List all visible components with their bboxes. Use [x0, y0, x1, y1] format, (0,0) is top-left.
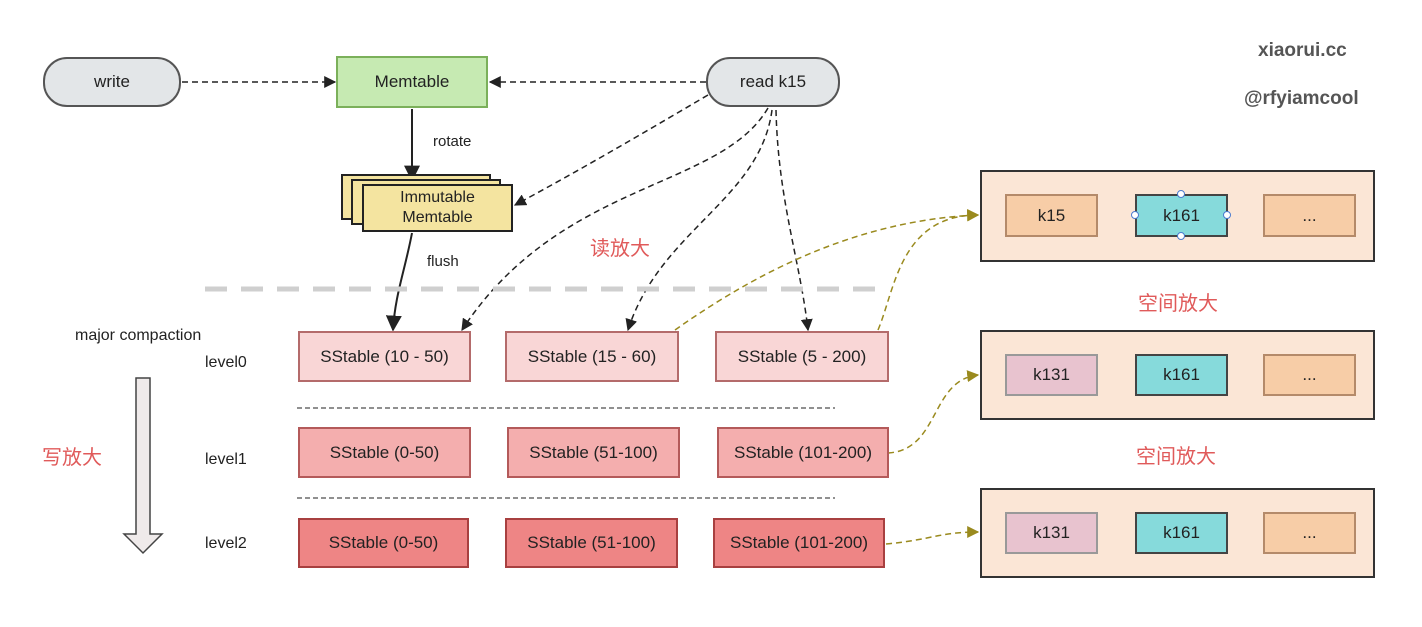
panel2-key-2: k161: [1135, 354, 1228, 396]
level1-sstable-2: SStable (51-100): [507, 427, 680, 478]
level0-label: level0: [205, 354, 247, 371]
panel1-key-3: ...: [1263, 194, 1356, 237]
space-amplification-label-2: 空间放大: [1136, 446, 1216, 468]
read-node: read k15: [706, 57, 840, 107]
selection-handle-right[interactable]: [1223, 211, 1231, 219]
level2-sstable-3: SStable (101-200): [713, 518, 885, 568]
space-arrow-level0-b: [877, 209, 980, 331]
memtable-node: Memtable: [336, 56, 488, 108]
rotate-label: rotate: [433, 133, 472, 150]
panel2-key-3: ...: [1263, 354, 1356, 396]
compaction-direction-arrow: [122, 377, 164, 555]
read-to-sstable-1-arrow: [461, 107, 769, 332]
space-amplification-label-1: 空间放大: [1138, 293, 1218, 315]
level2-sstable-2: SStable (51-100): [505, 518, 678, 568]
flush-arrow: [385, 232, 413, 332]
immutable-label-line1: Immutable: [400, 189, 475, 206]
level2-label: level2: [205, 535, 247, 552]
panel1-key-1: k15: [1005, 194, 1098, 237]
immutable-memtable-node: Immutable Memtable: [362, 184, 513, 232]
level1-sstable-3: SStable (101-200): [717, 427, 889, 478]
selection-handle-bottom[interactable]: [1177, 232, 1185, 240]
level0-sstable-3: SStable (5 - 200): [715, 331, 889, 382]
level1-label: level1: [205, 451, 247, 468]
read-amplification-label: 读放大: [590, 238, 650, 260]
level2-sstable-1: SStable (0-50): [298, 518, 469, 568]
major-compaction-label: major compaction: [75, 327, 202, 344]
panel1-key-2: k161: [1135, 194, 1228, 237]
immutable-label-line2: Memtable: [402, 209, 473, 226]
read-to-immutable-arrow: [513, 94, 709, 206]
panel3-key-1: k131: [1005, 512, 1098, 554]
read-to-sstable-3-arrow: [775, 109, 813, 332]
panel3-key-3: ...: [1263, 512, 1356, 554]
space-arrow-level0-a: [674, 209, 980, 331]
site-credit: xiaorui.cc: [1258, 40, 1347, 61]
selection-handle-left[interactable]: [1131, 211, 1139, 219]
panel2-key-1: k131: [1005, 354, 1098, 396]
selection-handle-top[interactable]: [1177, 190, 1185, 198]
author-handle: @rfyiamcool: [1244, 88, 1359, 109]
level0-sstable-2: SStable (15 - 60): [505, 331, 679, 382]
level1-sstable-1: SStable (0-50): [298, 427, 471, 478]
write-amplification-label: 写放大: [42, 447, 102, 469]
panel3-key-2: k161: [1135, 512, 1228, 554]
space-arrow-level1: [887, 370, 980, 454]
flush-label: flush: [427, 253, 459, 270]
read-to-sstable-2-arrow: [625, 109, 773, 332]
space-arrow-level2: [885, 526, 980, 545]
level0-sstable-1: SStable (10 - 50): [298, 331, 471, 382]
write-node: write: [43, 57, 181, 107]
